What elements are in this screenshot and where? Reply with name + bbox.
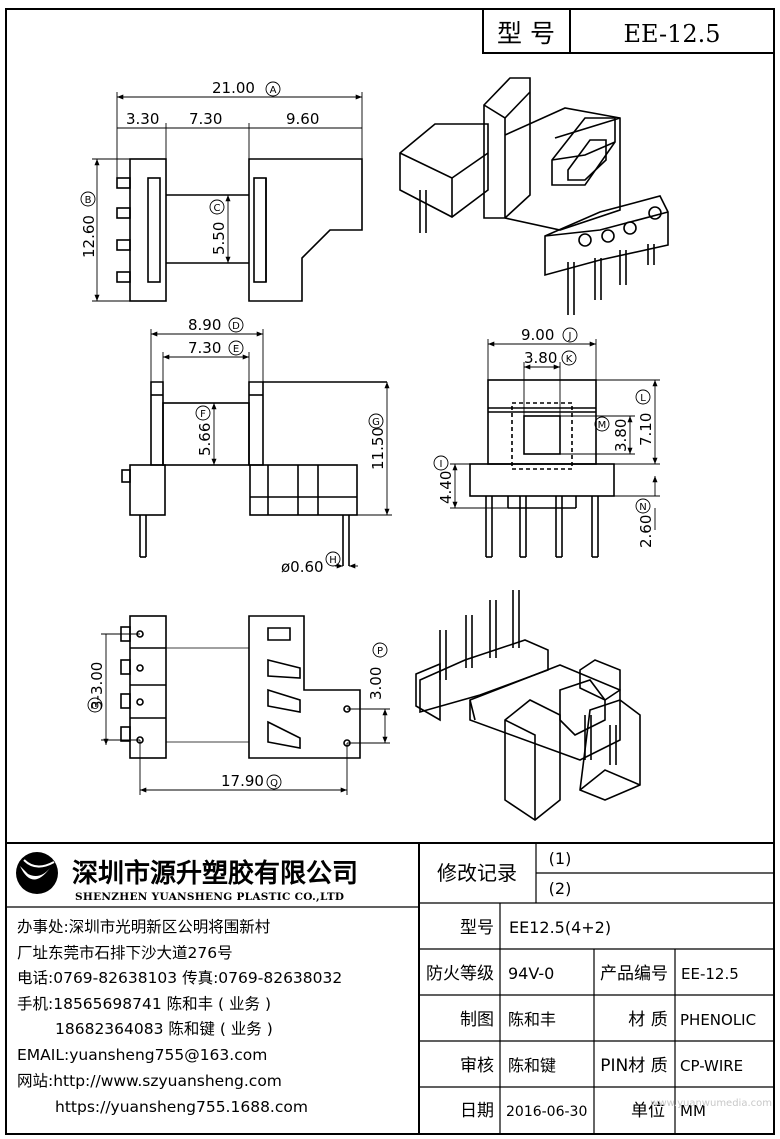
drawing-views: [116, 77, 669, 821]
drawn-value: 陈和丰: [508, 1010, 556, 1029]
header-model-box: 型 号 EE-12.5: [482, 8, 775, 54]
isometric-view-bottom: [415, 590, 641, 821]
dim-i-value: 4.40: [437, 471, 455, 504]
dim-e-value: 7.30: [188, 339, 221, 357]
dim-h-value: ø0.60: [281, 558, 324, 576]
svg-text:B: B: [85, 195, 92, 206]
dim-g-value: 11.50: [369, 427, 387, 470]
material-value: PHENOLIC: [680, 1011, 756, 1029]
svg-text:C: C: [214, 203, 221, 214]
revision-label: 修改记录: [437, 861, 517, 885]
bottom-view: [120, 615, 361, 759]
svg-text:N: N: [639, 502, 646, 513]
company-website-1: 网站:http://www.szyuansheng.com: [17, 1072, 282, 1090]
watermark: www.yuanwumedia.com: [650, 1098, 772, 1109]
svg-text:P: P: [377, 646, 383, 657]
drawn-label: 制图: [460, 1010, 494, 1030]
dimension-lines: [92, 92, 660, 795]
pin-material-value: CP-WIRE: [680, 1057, 743, 1075]
model-value: EE12.5(4+2): [509, 918, 611, 937]
dim-b-value: 12.60: [80, 215, 98, 258]
svg-text:A: A: [270, 85, 277, 96]
fire-label: 防火等级: [426, 964, 494, 984]
revision-2: (2): [549, 879, 572, 898]
company-mobile-1: 手机:18565698741 陈和丰 ( 业务 ): [17, 995, 271, 1013]
company-office: 办事处:深圳市光明新区公明将围新村: [17, 918, 270, 936]
product-no-label: 产品编号: [600, 964, 668, 984]
top-view: [116, 158, 363, 302]
unit-label: 单位: [631, 1101, 665, 1121]
company-email: EMAIL:yuansheng755@163.com: [17, 1046, 267, 1064]
dim-a-value: 21.00: [212, 79, 255, 97]
dim-p-value: 3.00: [367, 667, 385, 700]
dim-d-value: 8.90: [188, 316, 221, 334]
dim-o-value: 3-3.00: [88, 662, 106, 710]
company-mobile-2: 18682364083 陈和键 ( 业务 ): [55, 1020, 273, 1038]
dim-top-left: 3.30: [126, 110, 159, 128]
company-name-en: SHENZHEN YUANSHENG PLASTIC CO.,LTD: [75, 891, 344, 903]
svg-text:M: M: [598, 420, 607, 431]
svg-text:G: G: [372, 417, 380, 428]
company-logo-icon: [16, 852, 58, 894]
svg-text:Q: Q: [270, 778, 278, 789]
company-factory: 厂址东莞市石排下沙大道276号: [17, 944, 233, 962]
dimension-labels: 21.00 A 3.30 7.30 9.60 12.60 B 5.50 C 8.…: [80, 79, 655, 790]
svg-text:E: E: [233, 344, 239, 355]
review-label: 审核: [460, 1056, 494, 1076]
company-name-cn: 深圳市源升塑胶有限公司: [72, 858, 358, 889]
header-model-label: 型 号: [497, 19, 555, 48]
dim-q-value: 17.90: [221, 772, 264, 790]
dim-k-value: 3.80: [524, 349, 557, 367]
svg-text:D: D: [232, 321, 240, 332]
header-model-value: EE-12.5: [623, 20, 720, 48]
dim-top-mid: 7.30: [189, 110, 222, 128]
front-view: [121, 381, 387, 566]
title-block: 深圳市源升塑胶有限公司 SHENZHEN YUANSHENG PLASTIC C…: [6, 842, 774, 1134]
fire-value: 94V-0: [508, 964, 554, 983]
dim-j-value: 9.00: [521, 326, 554, 344]
isometric-view-top: [399, 77, 669, 315]
dim-l-value: 7.10: [637, 413, 655, 446]
date-label: 日期: [460, 1101, 494, 1121]
side-view: [469, 379, 615, 558]
svg-text:J: J: [568, 331, 572, 342]
svg-text:O: O: [91, 701, 99, 712]
date-value: 2016-06-30: [506, 1104, 587, 1120]
pin-material-label: PIN材 质: [600, 1056, 667, 1076]
svg-text:I: I: [440, 459, 443, 470]
model-label: 型号: [460, 918, 494, 938]
dim-f-value: 5.66: [196, 423, 214, 456]
dim-m-value: 3.80: [612, 419, 630, 452]
product-no-value: EE-12.5: [681, 965, 739, 983]
svg-text:K: K: [566, 354, 573, 365]
company-website-2: https://yuansheng755.1688.com: [55, 1098, 308, 1116]
unit-value: MM: [680, 1102, 706, 1120]
svg-text:H: H: [329, 555, 337, 566]
dim-top-right: 9.60: [286, 110, 319, 128]
material-label: 材 质: [628, 1010, 667, 1030]
dim-n-value: 2.60: [637, 515, 655, 548]
sheet-border: [5, 8, 775, 1135]
revision-1: (1): [549, 849, 572, 868]
svg-text:L: L: [640, 393, 646, 404]
review-value: 陈和键: [508, 1056, 556, 1075]
dim-c-value: 5.50: [210, 222, 228, 255]
svg-text:F: F: [200, 409, 206, 420]
company-phone-fax: 电话:0769-82638103 传真:0769-82638032: [17, 969, 342, 987]
